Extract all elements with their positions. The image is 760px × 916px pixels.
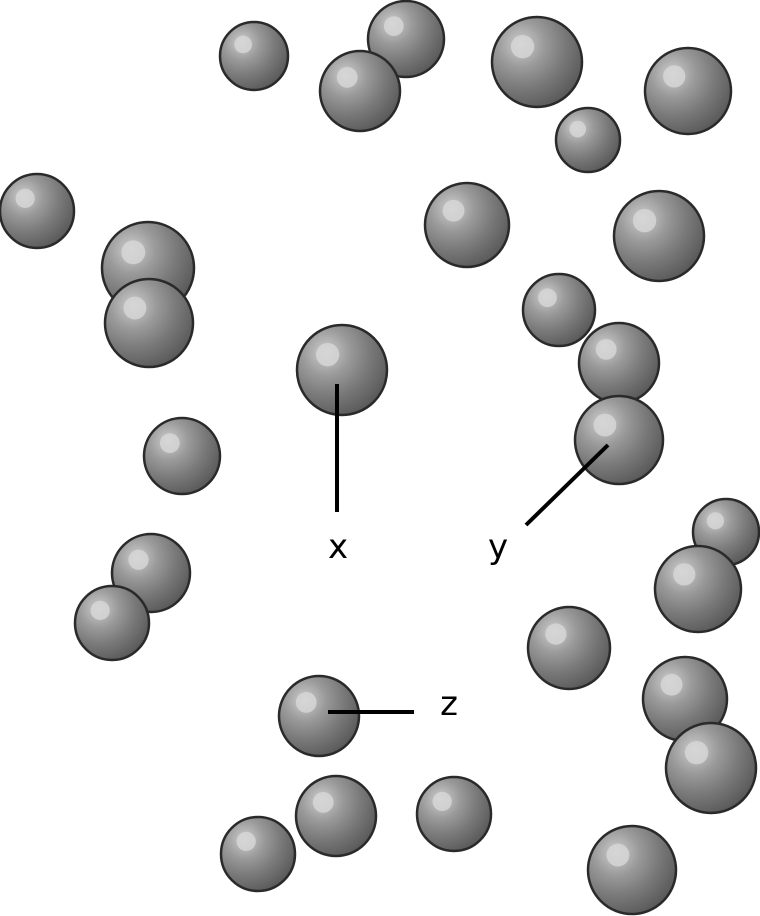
sphere (366, 0, 446, 79)
sphere (653, 544, 743, 634)
sphere (643, 46, 733, 136)
sphere (277, 674, 361, 758)
label-y: y (488, 527, 508, 567)
label-z: z (440, 684, 458, 724)
sphere (664, 721, 758, 815)
sphere (103, 277, 195, 369)
sphere (294, 774, 378, 858)
sphere (577, 321, 661, 405)
sphere (612, 189, 706, 283)
sphere (573, 394, 665, 486)
sphere (295, 323, 389, 417)
sphere (219, 815, 297, 893)
leader-line-y (524, 443, 610, 527)
sphere (142, 416, 222, 496)
sphere (586, 824, 678, 916)
sphere (490, 15, 584, 109)
sphere (526, 605, 612, 691)
sphere (423, 181, 511, 269)
sphere (0, 172, 76, 250)
label-x: x (328, 527, 348, 567)
sphere (318, 49, 402, 133)
sphere (218, 20, 290, 92)
sphere (554, 106, 622, 174)
sphere (415, 775, 493, 853)
sphere (73, 584, 151, 662)
sphere (521, 272, 597, 348)
